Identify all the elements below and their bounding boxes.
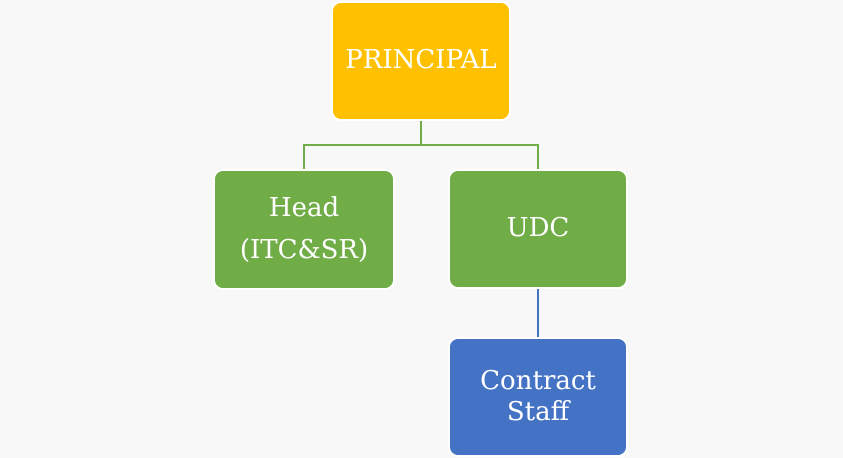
connector-principal-to-head [303, 121, 422, 169]
node-contract-staff-label-line-2: Staff [506, 397, 570, 427]
node-head-label-line-1: Head [268, 192, 340, 223]
node-contract-staff-label-line-1: Contract [480, 365, 596, 396]
node-principal: PRINCIPAL [331, 1, 511, 121]
node-udc: UDC [448, 169, 628, 289]
node-principal-label: PRINCIPAL [345, 45, 497, 76]
node-head-label-line-2: (ITC&SR) [239, 234, 369, 265]
node-head-itc-sr: Head (ITC&SR) [213, 169, 395, 290]
node-udc-label: UDC [506, 213, 570, 244]
connector-principal-to-udc [421, 144, 539, 169]
node-contract-staff: Contract Staff [448, 337, 628, 457]
